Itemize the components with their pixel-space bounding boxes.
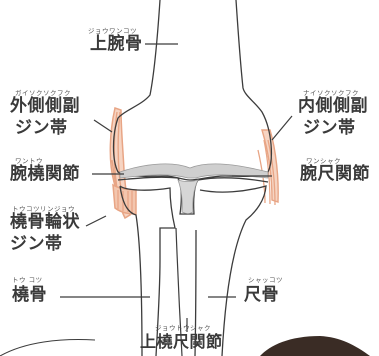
humeroulnar-label: 腕尺関節	[300, 164, 370, 184]
proximal-radioulnar-ruby: ジョウトウシャク	[155, 324, 211, 332]
coronoid-cartilage	[177, 179, 199, 214]
radius-label: 橈骨	[12, 285, 47, 305]
humerus-label: 上腕骨	[90, 34, 143, 54]
leader-lines	[60, 43, 293, 332]
humeroradial-ruby: ワントウ	[15, 157, 43, 165]
radius-bone	[119, 185, 176, 356]
articular-cartilage	[119, 163, 269, 179]
interosseous-line	[175, 227, 183, 356]
mcl-ruby: ナイソクソクフク	[303, 89, 359, 97]
ulna-bone	[194, 185, 267, 356]
annular-ruby: トウコツリンジョウ	[12, 205, 75, 213]
proximal-radioulnar-label: 上橈尺関節	[140, 332, 223, 351]
humeroradial-label: 腕橈関節	[10, 164, 80, 184]
mcl-label-line1: 内側側副	[298, 96, 368, 116]
decorative-corner-shape	[260, 336, 370, 356]
annular-label-line2: ジン帯	[10, 234, 63, 254]
ulna-label: 尺骨	[244, 285, 279, 305]
humerus-ruby: ジョウワンコツ	[88, 27, 137, 35]
radius-ruby: トウ コツ	[12, 276, 43, 284]
lcl-label-line2: ジン帯	[15, 118, 68, 138]
lcl-ruby: ガイソクソクフク	[15, 89, 71, 97]
joint-space	[117, 176, 269, 215]
humeroulnar-ruby: ワンシャク	[306, 157, 341, 165]
annular-label-line1: 橈骨輪状	[10, 212, 80, 232]
lcl-label-line1: 外側側副	[10, 96, 80, 116]
annular-ligament	[112, 183, 137, 215]
mcl-label-line2: ジン帯	[303, 118, 356, 138]
decorative-left-arc	[0, 339, 96, 356]
humerus-bone	[112, 0, 272, 181]
ulna-ruby: シャッコツ	[248, 276, 283, 284]
